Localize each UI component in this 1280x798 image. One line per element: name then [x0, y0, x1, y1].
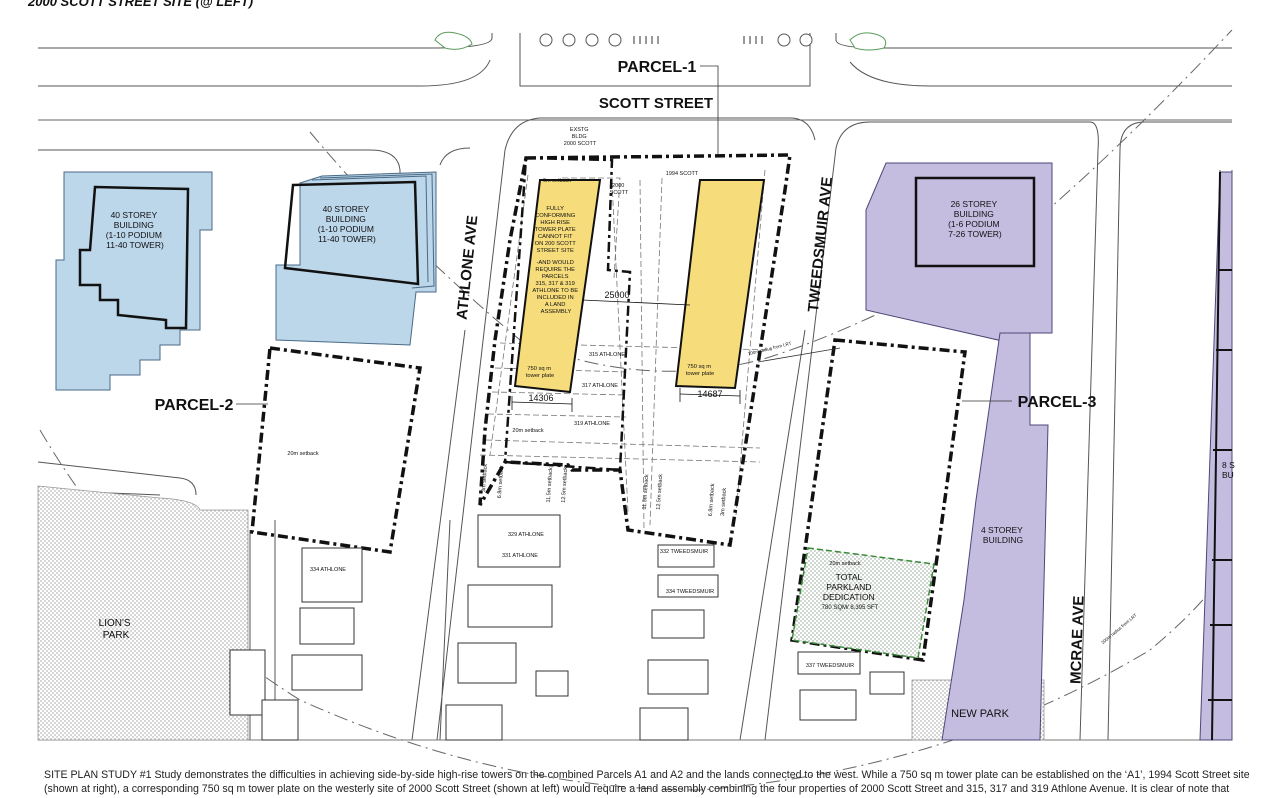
parkland-dedication-label: TOTAL PARKLAND DEDICATION 780 SQM/ 8,395… — [822, 572, 879, 611]
caption: SITE PLAN STUDY #1 Study demonstrates th… — [44, 768, 1250, 798]
building-26-storey — [865, 162, 1053, 346]
setback-6-8m-west: 6.8m setback — [497, 465, 505, 498]
tower-plate-west-area: 750 sq m tower plate — [526, 366, 554, 379]
dimension-west-width: 14306 — [528, 393, 553, 403]
existing-building-label: EXSTG BLDG 2000 SCOTT — [564, 127, 597, 147]
building-4-storey — [941, 332, 1049, 741]
setback-12-5m-west: 12.5m setback — [561, 467, 569, 503]
parkland-dedication-area — [791, 547, 935, 659]
lot-334-athlone: 334 ATHLONE — [310, 567, 346, 573]
street-label-tweedsmuir: TWEEDSMUIR AVE — [805, 176, 836, 313]
building-40-storey-east-tower — [283, 180, 420, 286]
setback-3m-west: 3m setback — [481, 463, 489, 492]
parcel-2-label: PARCEL-2 — [155, 397, 234, 414]
lot-331-athlone: 331 ATHLONE — [502, 553, 538, 559]
setback-20m-parcel3: 20m setback — [829, 561, 860, 567]
setback-6m: 6m setback — [543, 178, 571, 184]
lot-315-athlone: 315 ATHLONE — [589, 352, 625, 358]
setback-3m-east: 3m setback — [720, 487, 728, 516]
parcel-1-label: PARCEL-1 — [618, 59, 697, 76]
caption-line-1: SITE PLAN STUDY #1 Study demonstrates th… — [44, 769, 1250, 781]
street-trees — [434, 31, 887, 51]
parcel-1-left-sub-outline — [503, 156, 632, 472]
street-label-scott: SCOTT STREET — [599, 95, 713, 112]
parcel-3-outline — [790, 338, 967, 662]
setback-12-5m-east: 12.5m setback — [656, 474, 664, 510]
street-label-athlone: ATHLONE AVE — [454, 215, 482, 321]
lot-319-athlone: 319 ATHLONE — [574, 421, 610, 427]
building-40-storey-west — [55, 171, 213, 391]
building-26-storey-tower — [914, 176, 1036, 268]
parcel-1-outline — [478, 153, 793, 547]
radius-label-100m: 100m radius from LRT — [747, 341, 792, 357]
dimension-east-width: 14687 — [697, 389, 722, 399]
lions-park-label: LION'S PARK — [99, 618, 134, 641]
setback-11-5m-east: 11.5m setback — [642, 474, 650, 510]
building-26-label: 26 STOREY BUILDING (1-6 PODIUM 7-26 TOWE… — [948, 199, 1002, 239]
building-40-storey-east — [275, 171, 437, 346]
building-4-label: 4 STOREY BUILDING — [981, 525, 1025, 545]
setback-20m-parcel1: 20m setback — [512, 428, 543, 434]
lot-317-athlone: 317 ATHLONE — [582, 383, 618, 389]
caption-line-2: (shown at right), a corresponding 750 sq… — [44, 783, 1230, 795]
building-partial-label: 8 S BU — [1222, 460, 1237, 480]
lot-332-tweedsmuir: 332 TWEEDSMUIR — [660, 549, 708, 555]
house-footprints — [229, 514, 905, 741]
new-park-label: NEW PARK — [951, 708, 1010, 720]
parcel-3-label: PARCEL-3 — [1018, 394, 1097, 411]
building-40b-label: 40 STOREY BUILDING (1-10 PODIUM 11-40 TO… — [318, 204, 377, 244]
building-40a-label: 40 STOREY BUILDING (1-10 PODIUM 11-40 TO… — [106, 210, 165, 250]
tower-plate-west — [513, 179, 602, 394]
tower-plate-east-area: 750 sq m tower plate — [686, 364, 714, 377]
parcel-2-outline — [250, 346, 423, 554]
setback-11-5m-west: 11.5m setback — [546, 467, 554, 503]
setback-6-8m-east: 6.8m setback — [708, 483, 716, 516]
lot-2000-scott: 2000 SCOTT — [610, 183, 629, 196]
lot-1994-scott: 1994 SCOTT — [666, 171, 699, 177]
building-40-storey-west-tower — [78, 185, 190, 330]
setback-20m-parcel2: 20m setback — [287, 451, 318, 457]
lot-337-tweedsmuir: 337 TWEEDSMUIR — [806, 663, 854, 669]
dimension-between-towers: 25000 — [604, 290, 629, 300]
header-title: 2000 SCOTT STREET SITE (@ LEFT) — [28, 0, 254, 9]
lot-329-athlone: 329 ATHLONE — [508, 532, 544, 538]
radius-label-200m: 200m radius from LRT — [1100, 612, 1138, 645]
street-label-mcrae: MCRAE AVE — [1067, 595, 1087, 684]
lions-park-area — [37, 485, 249, 741]
tower-plate-west-note: FULLY CONFORMING HIGH RISE TOWER PLATE C… — [532, 206, 579, 315]
tower-plate-east — [674, 179, 766, 390]
lot-334-tweedsmuir: 334 TWEEDSMUIR — [666, 589, 714, 595]
